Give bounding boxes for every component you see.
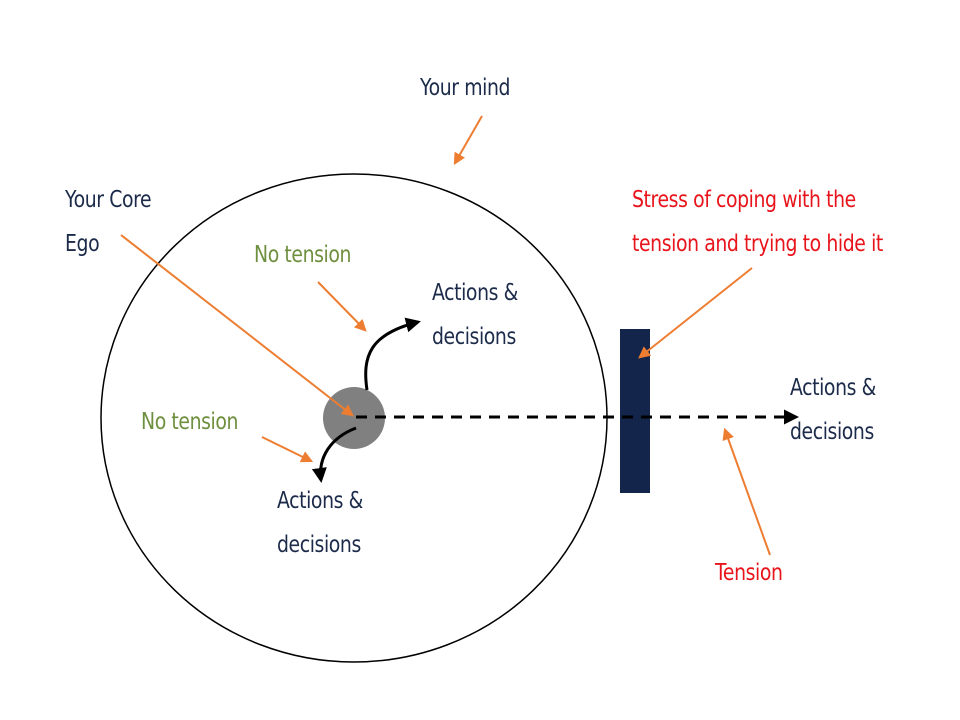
actions-bottom-label: Actions & decisions	[277, 488, 363, 558]
curved-arrow-up	[364, 317, 421, 391]
pointer-arrow-tension	[722, 427, 771, 556]
your-mind-label: Your mind	[420, 75, 511, 101]
pointer-arrow-no-tension-bottom	[261, 436, 314, 463]
pointer-arrow-no-tension-top	[317, 281, 367, 332]
pointer-arrow-stress	[638, 267, 753, 359]
curved-arrow-down	[311, 426, 357, 483]
actions-right-label: Actions & decisions	[790, 375, 876, 445]
core-ego-circle	[323, 387, 385, 449]
tension-label: Tension	[715, 560, 783, 586]
stress-label: Stress of coping with the tension and tr…	[632, 187, 883, 257]
core-ego-label: Your Core Ego	[65, 187, 152, 257]
actions-top-label: Actions & decisions	[432, 280, 518, 350]
pointer-arrow-core-ego	[120, 234, 354, 417]
no-tension-bottom-label: No tension	[141, 409, 239, 435]
no-tension-top-label: No tension	[254, 242, 352, 268]
pointer-arrow-your-mind	[453, 115, 483, 166]
